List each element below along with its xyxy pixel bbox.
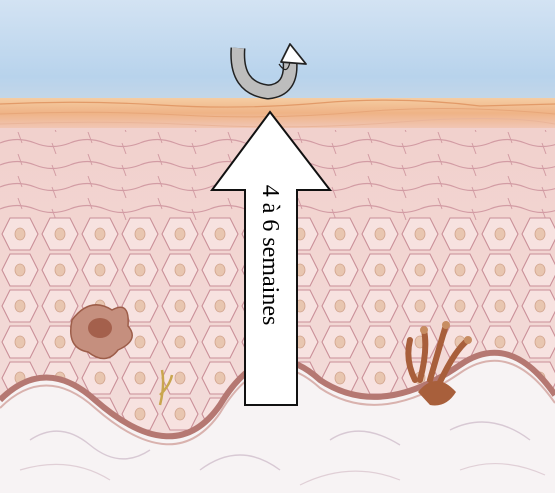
duration-label: 4 à 6 semaines xyxy=(253,135,287,375)
